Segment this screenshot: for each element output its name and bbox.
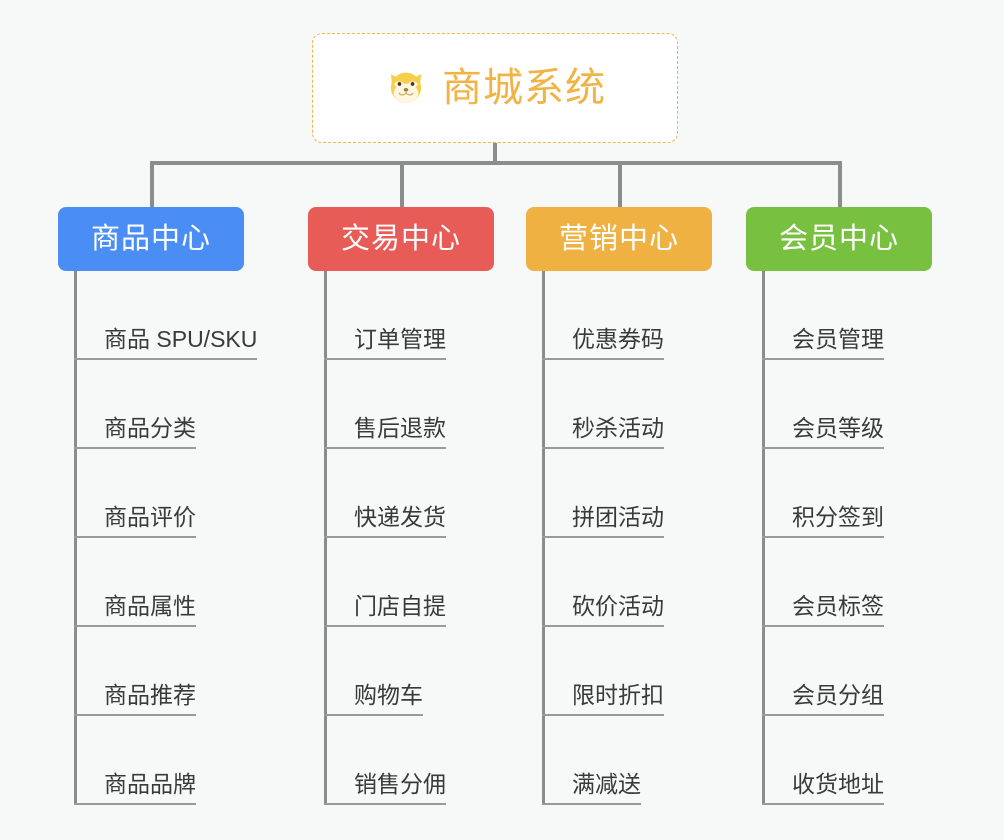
subitem-label: 商品评价 (104, 503, 196, 530)
subitem-label: 订单管理 (354, 325, 446, 352)
connector-spine-member-center (762, 271, 765, 805)
connector-drop-member-center (838, 161, 842, 207)
subitem-underline: 销售分佣 (324, 771, 446, 805)
subitem-trade-center-6[interactable]: 销售分佣 (324, 716, 446, 805)
subitem-product-center-5[interactable]: 商品推荐 (74, 627, 196, 716)
subitem-underline: 会员分组 (762, 682, 884, 716)
connector-horizontal-bus (150, 161, 842, 165)
subitem-label: 购物车 (354, 681, 423, 708)
category-label-member-center: 会员中心 (778, 222, 899, 255)
subitem-underline: 门店自提 (324, 593, 446, 627)
subitem-underline: 限时折扣 (542, 682, 664, 716)
subitem-marketing-center-4[interactable]: 砍价活动 (542, 538, 664, 627)
subitem-trade-center-2[interactable]: 售后退款 (324, 360, 446, 449)
subitem-label: 优惠券码 (572, 325, 664, 352)
category-label-marketing-center: 营销中心 (558, 222, 679, 255)
subitem-label: 售后退款 (354, 414, 446, 441)
subitem-product-center-4[interactable]: 商品属性 (74, 538, 196, 627)
subitem-underline: 砍价活动 (542, 593, 664, 627)
subitem-label: 积分签到 (792, 503, 884, 530)
subitem-underline: 订单管理 (324, 326, 446, 360)
root-node[interactable]: 商城系统 (312, 33, 678, 143)
category-box-product-center[interactable]: 商品中心 (58, 207, 244, 271)
connector-drop-marketing-center (618, 161, 622, 207)
subitem-underline: 会员标签 (762, 593, 884, 627)
subitem-underline: 商品 SPU/SKU (74, 325, 258, 360)
subitem-marketing-center-1[interactable]: 优惠券码 (542, 271, 664, 360)
subitem-label: 快递发货 (354, 503, 446, 530)
subitem-underline: 会员等级 (762, 415, 884, 449)
subitem-underline: 商品分类 (74, 415, 196, 449)
connector-spine-trade-center (324, 271, 327, 805)
subitem-marketing-center-2[interactable]: 秒杀活动 (542, 360, 664, 449)
subitem-underline: 购物车 (324, 682, 423, 716)
subitem-trade-center-3[interactable]: 快递发货 (324, 449, 446, 538)
subitem-trade-center-5[interactable]: 购物车 (324, 627, 423, 716)
subitem-underline: 优惠券码 (542, 326, 664, 360)
subitem-underline: 积分签到 (762, 504, 884, 538)
connector-drop-trade-center (400, 161, 404, 207)
subitem-label: 销售分佣 (354, 770, 446, 797)
subitem-label: 秒杀活动 (572, 414, 664, 441)
subitem-member-center-3[interactable]: 积分签到 (762, 449, 884, 538)
subitem-member-center-5[interactable]: 会员分组 (762, 627, 884, 716)
subitem-label: 砍价活动 (572, 592, 664, 619)
category-box-member-center[interactable]: 会员中心 (746, 207, 932, 271)
subitem-product-center-2[interactable]: 商品分类 (74, 360, 196, 449)
subitem-marketing-center-5[interactable]: 限时折扣 (542, 627, 664, 716)
subitem-label: 满减送 (572, 770, 641, 797)
subitem-underline: 售后退款 (324, 415, 446, 449)
subitem-underline: 商品属性 (74, 593, 196, 627)
subitem-label: 会员分组 (792, 681, 884, 708)
connector-spine-marketing-center (542, 271, 545, 805)
subitem-label: 限时折扣 (572, 681, 664, 708)
category-label-product-center: 商品中心 (90, 222, 211, 255)
subitem-marketing-center-3[interactable]: 拼团活动 (542, 449, 664, 538)
subitem-product-center-6[interactable]: 商品品牌 (74, 716, 196, 805)
subitem-underline: 商品品牌 (74, 771, 196, 805)
subitem-label: 商品品牌 (104, 770, 196, 797)
subitem-label: 会员等级 (792, 414, 884, 441)
subitem-underline: 商品推荐 (74, 682, 196, 716)
subitem-label: 会员标签 (792, 592, 884, 619)
subitem-underline: 快递发货 (324, 504, 446, 538)
subitem-member-center-4[interactable]: 会员标签 (762, 538, 884, 627)
root-title: 商城系统 (442, 66, 606, 110)
shiba-dog-face-icon (384, 63, 428, 114)
subitem-product-center-3[interactable]: 商品评价 (74, 449, 196, 538)
subitem-label: 拼团活动 (572, 503, 664, 530)
subitem-trade-center-1[interactable]: 订单管理 (324, 271, 446, 360)
subitem-label: 商品属性 (104, 592, 196, 619)
subitem-underline: 秒杀活动 (542, 415, 664, 449)
subitem-label: 会员管理 (792, 325, 884, 352)
subitem-underline: 商品评价 (74, 504, 196, 538)
subitem-product-center-1[interactable]: 商品 SPU/SKU (74, 271, 258, 360)
category-label-trade-center: 交易中心 (340, 222, 461, 255)
category-box-marketing-center[interactable]: 营销中心 (526, 207, 712, 271)
connector-spine-product-center (74, 271, 77, 805)
subitem-member-center-1[interactable]: 会员管理 (762, 271, 884, 360)
subitem-label: 收货地址 (792, 770, 884, 797)
subitem-label: 商品分类 (104, 414, 196, 441)
connector-drop-product-center (150, 161, 154, 207)
subitem-label: 商品推荐 (104, 681, 196, 708)
subitem-marketing-center-6[interactable]: 满减送 (542, 716, 641, 805)
subitem-label: 商品 SPU/SKU (104, 325, 258, 352)
subitem-label: 门店自提 (354, 592, 446, 619)
subitem-trade-center-4[interactable]: 门店自提 (324, 538, 446, 627)
subitem-underline: 满减送 (542, 771, 641, 805)
category-box-trade-center[interactable]: 交易中心 (308, 207, 494, 271)
subitem-underline: 拼团活动 (542, 504, 664, 538)
connector-root-stem (493, 143, 497, 164)
subitem-member-center-6[interactable]: 收货地址 (762, 716, 884, 805)
subitem-underline: 会员管理 (762, 326, 884, 360)
subitem-underline: 收货地址 (762, 771, 884, 805)
subitem-member-center-2[interactable]: 会员等级 (762, 360, 884, 449)
